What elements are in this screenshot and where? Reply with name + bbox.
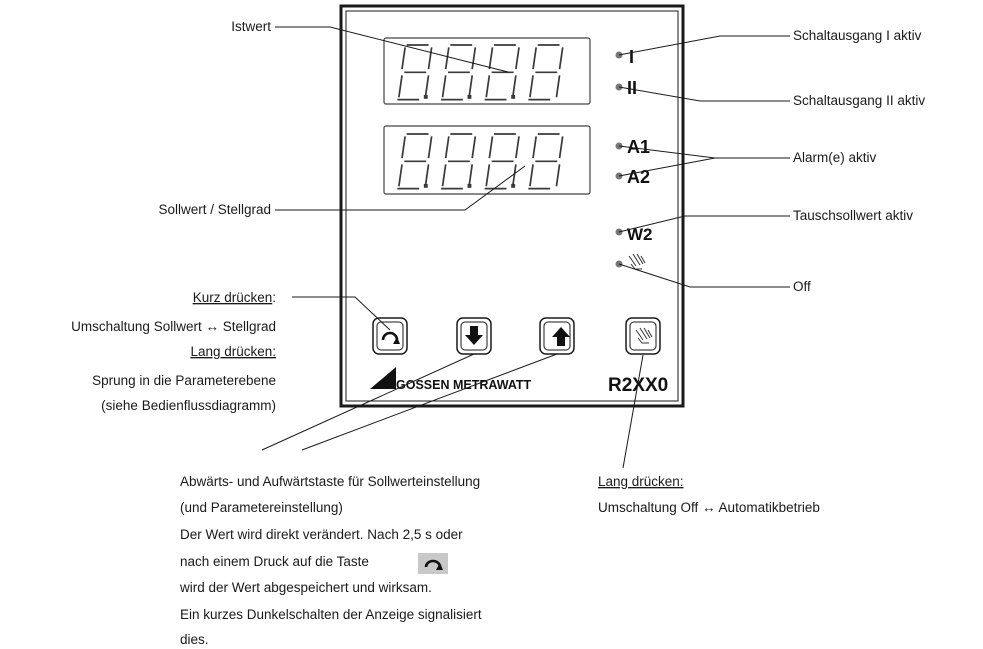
- label-alarm: Alarm(e) aktiv: [793, 150, 877, 165]
- led-label-w2: W2: [627, 225, 653, 244]
- brand-logo-triangle: [370, 367, 396, 389]
- hand-icon: [635, 327, 653, 344]
- led-label-a2: A2: [627, 167, 650, 187]
- manual-button[interactable]: [625, 317, 661, 355]
- bottom-line-5: wird der Wert abgespeichert und wirksam.: [179, 580, 432, 595]
- bottom-callout-block: Abwärts- und Aufwärtstaste für Sollwerte…: [179, 474, 482, 647]
- device-inner-frame: [345, 10, 679, 402]
- label-tauschsollwert: Tauschsollwert aktiv: [793, 208, 913, 223]
- svg-text:Kurz drücken:: Kurz drücken:: [193, 290, 276, 305]
- bottom-line-6: Ein kurzes Dunkelschalten der Anzeige si…: [180, 607, 482, 622]
- bottom-line-4: nach einem Druck auf die Taste: [180, 554, 369, 569]
- cycle-icon: [381, 331, 400, 344]
- bottom-line-3: Der Wert wird direkt verändert. Nach 2,5…: [180, 527, 463, 542]
- left-umschaltung: Umschaltung Sollwert ↔ Stellgrad: [71, 319, 276, 334]
- brand-name: GOSSEN METRAWATT: [396, 378, 532, 392]
- label-sollwert: Sollwert / Stellgrad: [158, 202, 271, 217]
- arrow-down-icon: [465, 326, 483, 345]
- label-istwert: Istwert: [231, 19, 271, 34]
- display-actual-value: [383, 37, 591, 105]
- left-sprung: Sprung in die Parameterebene: [92, 373, 276, 388]
- display-setpoint-value: [383, 125, 591, 195]
- left-lang-druecken: Lang drücken:: [190, 344, 276, 359]
- bottom-line-2: (und Parametereinstellung): [180, 500, 343, 515]
- left-callout-block: Kurz drücken: Umschaltung Sollwert ↔ Ste…: [71, 290, 276, 413]
- device-outer-frame: [339, 4, 685, 408]
- device-front: I II A1 A2 W2: [339, 4, 685, 408]
- bottom-line-1: Abwärts- und Aufwärtstaste für Sollwerte…: [180, 474, 480, 489]
- led-label-ii: II: [627, 78, 637, 98]
- right-umschaltung: Umschaltung Off ↔ Automatikbetrieb: [598, 500, 820, 515]
- led-label-i: I: [629, 47, 634, 67]
- arrow-up-icon: [552, 327, 570, 346]
- up-button[interactable]: [539, 317, 575, 355]
- inline-cycle-key: [418, 553, 448, 574]
- right-lang-druecken: Lang drücken:: [598, 474, 684, 489]
- left-siehe: (siehe Bedienflussdiagramm): [101, 398, 276, 413]
- bottom-line-7: dies.: [180, 632, 209, 647]
- left-kurz-druecken: Kurz drücken: [193, 290, 273, 305]
- leader-lines: [261, 26, 790, 469]
- label-schaltausgang-2: Schaltausgang II aktiv: [793, 93, 925, 108]
- cycle-icon: [424, 559, 443, 570]
- label-schaltausgang-1: Schaltausgang I aktiv: [793, 28, 922, 43]
- hand-icon: [628, 253, 646, 270]
- label-off: Off: [793, 279, 811, 294]
- right-callout-block: Lang drücken: Umschaltung Off ↔ Automati…: [598, 474, 820, 515]
- led-label-a1: A1: [627, 137, 650, 157]
- down-button[interactable]: [456, 317, 492, 355]
- cycle-button[interactable]: [372, 317, 408, 355]
